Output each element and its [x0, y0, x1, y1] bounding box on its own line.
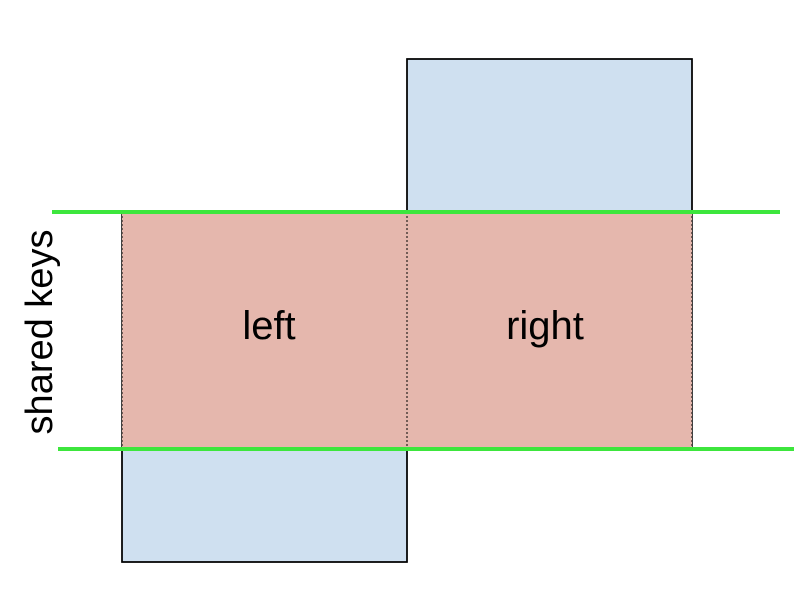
right-block-outline-top	[406, 58, 693, 212]
right-overlap-region	[407, 212, 692, 449]
left-label: left	[242, 304, 295, 348]
right-label: right	[506, 304, 584, 348]
block-outlines	[121, 58, 693, 563]
shared-keys-label: shared keys	[19, 230, 61, 435]
left-overlap-region	[122, 212, 407, 449]
left-block-outline-bottom	[121, 449, 408, 563]
